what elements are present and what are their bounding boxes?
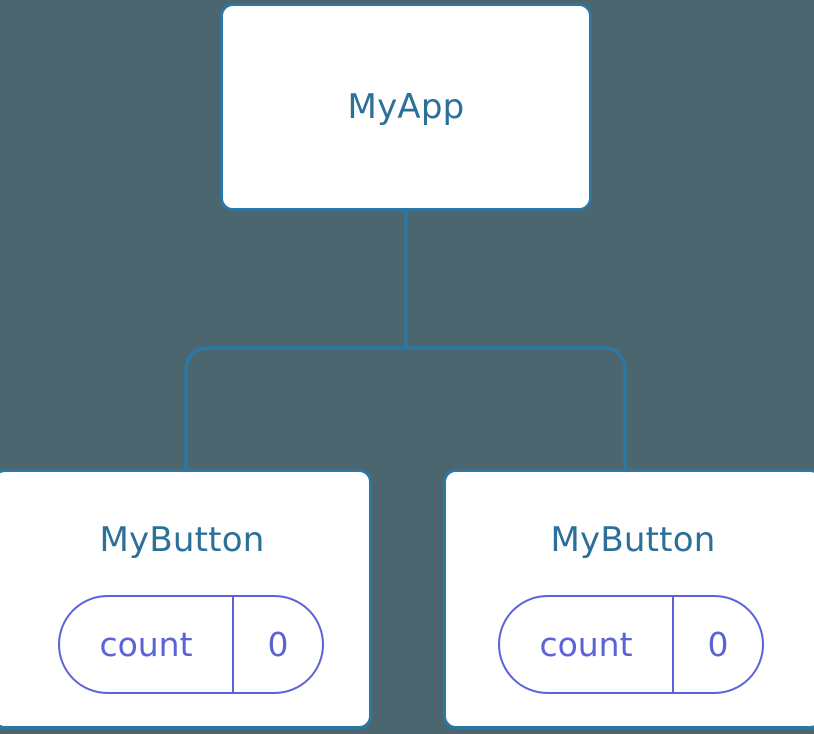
state-key: count xyxy=(60,597,234,692)
state-value: 0 xyxy=(267,625,289,664)
node-title: MyButton xyxy=(99,520,265,560)
node-title: MyButton xyxy=(550,520,716,560)
tree-node-mybutton-2[interactable]: MyButton count 0 xyxy=(443,469,814,729)
tree-node-mybutton-1[interactable]: MyButton count 0 xyxy=(0,469,372,729)
state-value: 0 xyxy=(707,625,729,664)
edge-branch-bar xyxy=(184,346,627,471)
state-key: count xyxy=(500,597,674,692)
node-title: MyApp xyxy=(347,87,465,127)
tree-node-myapp[interactable]: MyApp xyxy=(220,3,592,211)
state-pill-count[interactable]: count 0 xyxy=(498,595,764,694)
state-pill-count[interactable]: count 0 xyxy=(58,595,324,694)
